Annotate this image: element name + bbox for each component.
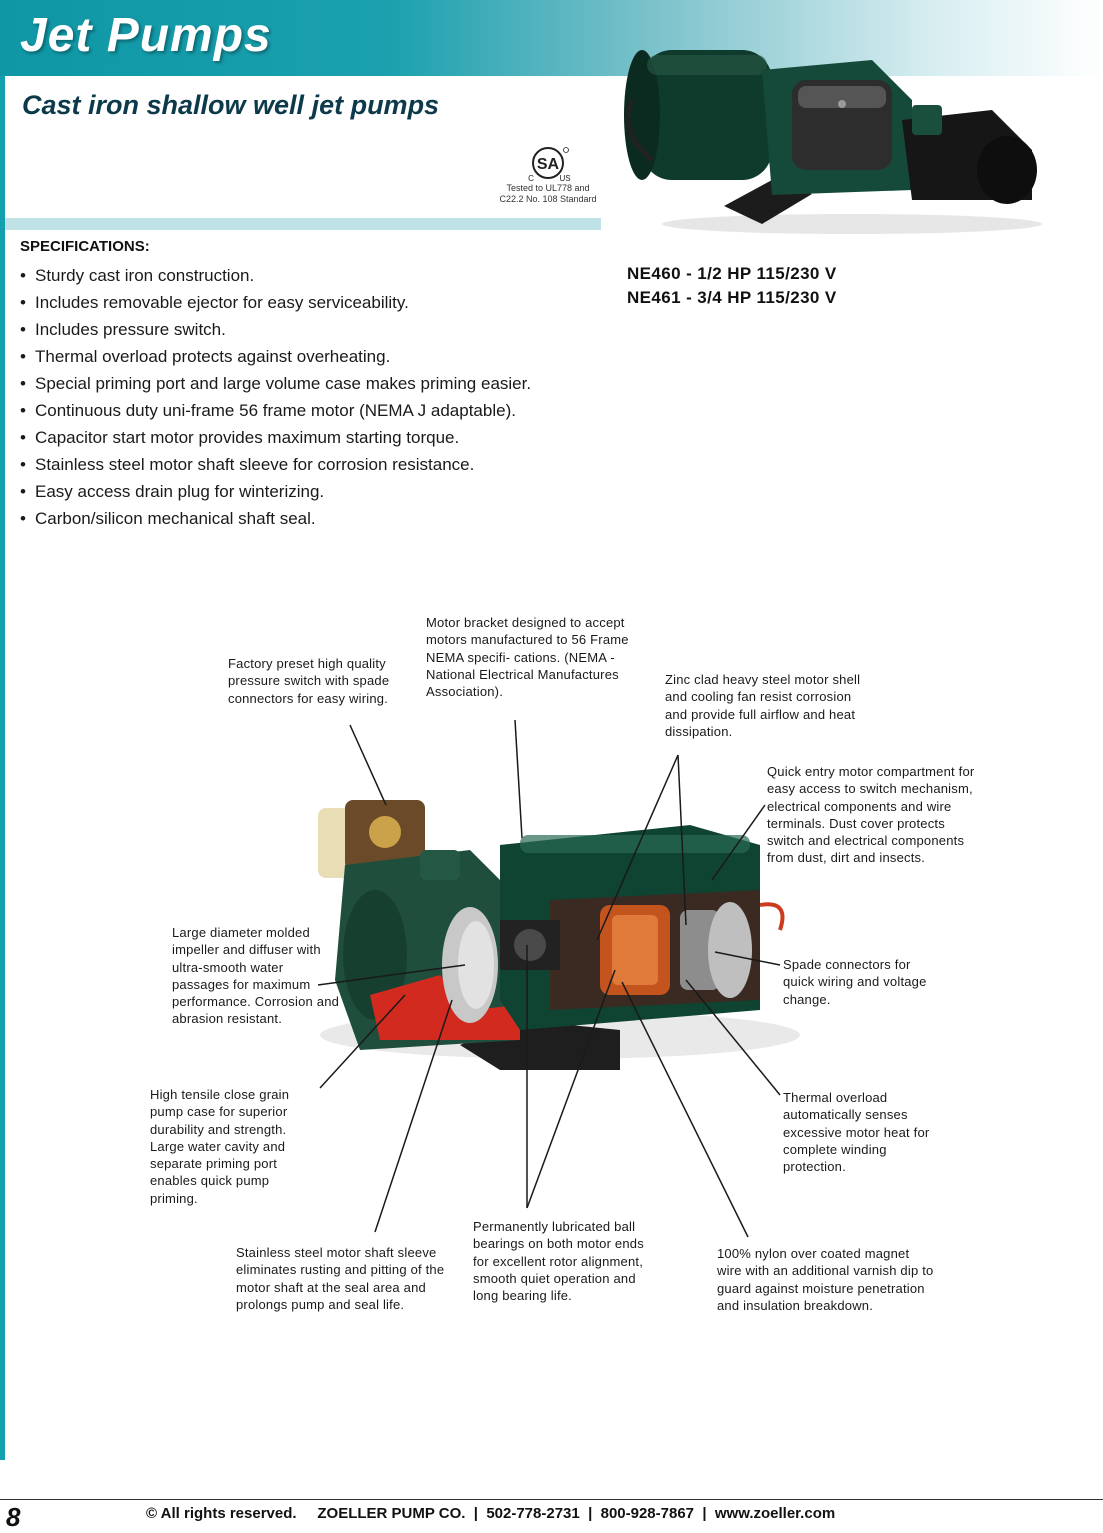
csa-logo-text: SA	[537, 156, 560, 173]
callout-motor-bracket: Motor bracket designed to accept motors …	[426, 615, 629, 700]
model-list: NE460 - 1/2 HP 115/230 V NE461 - 3/4 HP …	[627, 262, 837, 310]
callout-ball-bearings: Permanently lubricated ball bearings on …	[473, 1219, 644, 1304]
spec-item: •Capacitor start motor provides maximum …	[20, 428, 460, 447]
left-accent-bar	[0, 76, 5, 1460]
spec-item: •Includes pressure switch.	[20, 320, 226, 339]
spec-item: •Easy access drain plug for winterizing.	[20, 482, 325, 501]
page-number: 8	[6, 1502, 21, 1532]
callout-pump-case: High tensile close grain pump case for s…	[150, 1087, 290, 1206]
spec-item: •Thermal overload protects against overh…	[20, 347, 391, 366]
spec-item: •Stainless steel motor shaft sleeve for …	[20, 455, 475, 474]
callout-motor-shell: Zinc clad heavy steel motor shell and co…	[665, 672, 861, 739]
certification-line-2: C22.2 No. 108 Standard	[499, 194, 597, 204]
page-subtitle: Cast iron shallow well jet pumps	[22, 90, 440, 120]
leader-lines	[317, 719, 781, 1238]
csa-mark-us: US	[559, 174, 570, 182]
section-separator	[5, 218, 601, 230]
csa-logo-icon: SA C US	[528, 147, 571, 182]
header-band	[0, 0, 1103, 76]
csa-mark-c: C	[528, 174, 534, 182]
footer-contact: © All rights reserved. ZOELLER PUMP CO. …	[146, 1505, 836, 1522]
specifications-heading: SPECIFICATIONS:	[20, 238, 150, 255]
callout-spade-connectors: Spade connectors for quick wiring and vo…	[783, 957, 927, 1007]
callout-entry-compartment: Quick entry motor compartment for easy a…	[767, 764, 975, 866]
product-photo-jet-pump	[624, 50, 1042, 234]
callout-magnet-wire: 100% nylon over coated magnet wire with …	[717, 1246, 934, 1313]
cutaway-diagram	[317, 719, 800, 1238]
model-ne460: NE460 - 1/2 HP 115/230 V	[627, 264, 837, 283]
page-title: Jet Pumps	[20, 9, 272, 62]
spec-item: •Carbon/silicon mechanical shaft seal.	[20, 509, 316, 528]
callout-impeller: Large diameter molded impeller and diffu…	[172, 925, 340, 1027]
callout-thermal-overload: Thermal overload automatically senses ex…	[783, 1090, 930, 1175]
spec-item: •Continuous duty uni-frame 56 frame moto…	[20, 401, 516, 420]
footer-rule	[0, 1499, 1103, 1500]
specifications-list: •Sturdy cast iron construction. •Include…	[20, 262, 610, 532]
csa-certification: SA C US Tested to UL778 and C22.2 No. 10…	[498, 146, 598, 205]
certification-line-1: Tested to UL778 and	[506, 183, 590, 193]
callout-shaft-sleeve: Stainless steel motor shaft sleeve elimi…	[236, 1245, 445, 1312]
spec-item: •Sturdy cast iron construction.	[20, 266, 255, 285]
model-ne461: NE461 - 3/4 HP 115/230 V	[627, 288, 837, 307]
callout-pressure-switch: Factory preset high quality pressure swi…	[228, 656, 390, 706]
spec-item: •Includes removable ejector for easy ser…	[20, 293, 409, 312]
cutaway-pump-illustration	[318, 800, 800, 1070]
spec-item: •Special priming port and large volume c…	[20, 374, 532, 393]
